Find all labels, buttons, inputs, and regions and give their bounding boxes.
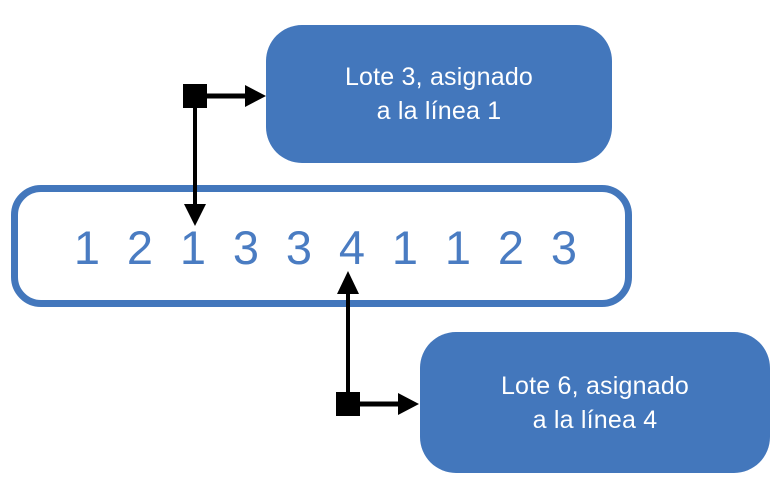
sequence-number-3: 1: [179, 221, 207, 274]
callout-lote-6-line1: Lote 6, asignado: [500, 371, 690, 400]
sequence-number-6: 4: [338, 221, 366, 274]
arrow-right-icon: [245, 85, 266, 107]
callout-lote-3: Lote 3, asignado a la línea 1: [266, 25, 612, 163]
sequence-number-1: 1: [73, 221, 101, 274]
callout-lote-6-line2: a la línea 4: [532, 405, 658, 434]
sequence-number-7: 1: [391, 221, 419, 274]
sequence-number-9: 2: [497, 221, 525, 274]
arrow-right-icon: [398, 393, 419, 415]
connector-lote-6-square-anchor: [336, 392, 360, 416]
sequence-number-10: 3: [550, 221, 578, 274]
callout-lote-6: Lote 6, asignado a la línea 4: [420, 332, 770, 473]
sequence-number-8: 1: [444, 221, 472, 274]
callout-lote-3-line2: a la línea 1: [376, 97, 502, 125]
connector-lote-3-square-anchor: [183, 84, 207, 108]
sequence-number-2: 2: [126, 221, 154, 274]
sequence-container: [11, 185, 632, 307]
sequence-row: 1 2 1 3 3 4 1 1 2 3: [72, 220, 579, 276]
callout-lote-3-line1: Lote 3, asignado: [344, 63, 534, 91]
sequence-number-5: 3: [285, 221, 313, 274]
sequence-number-4: 3: [232, 221, 260, 274]
